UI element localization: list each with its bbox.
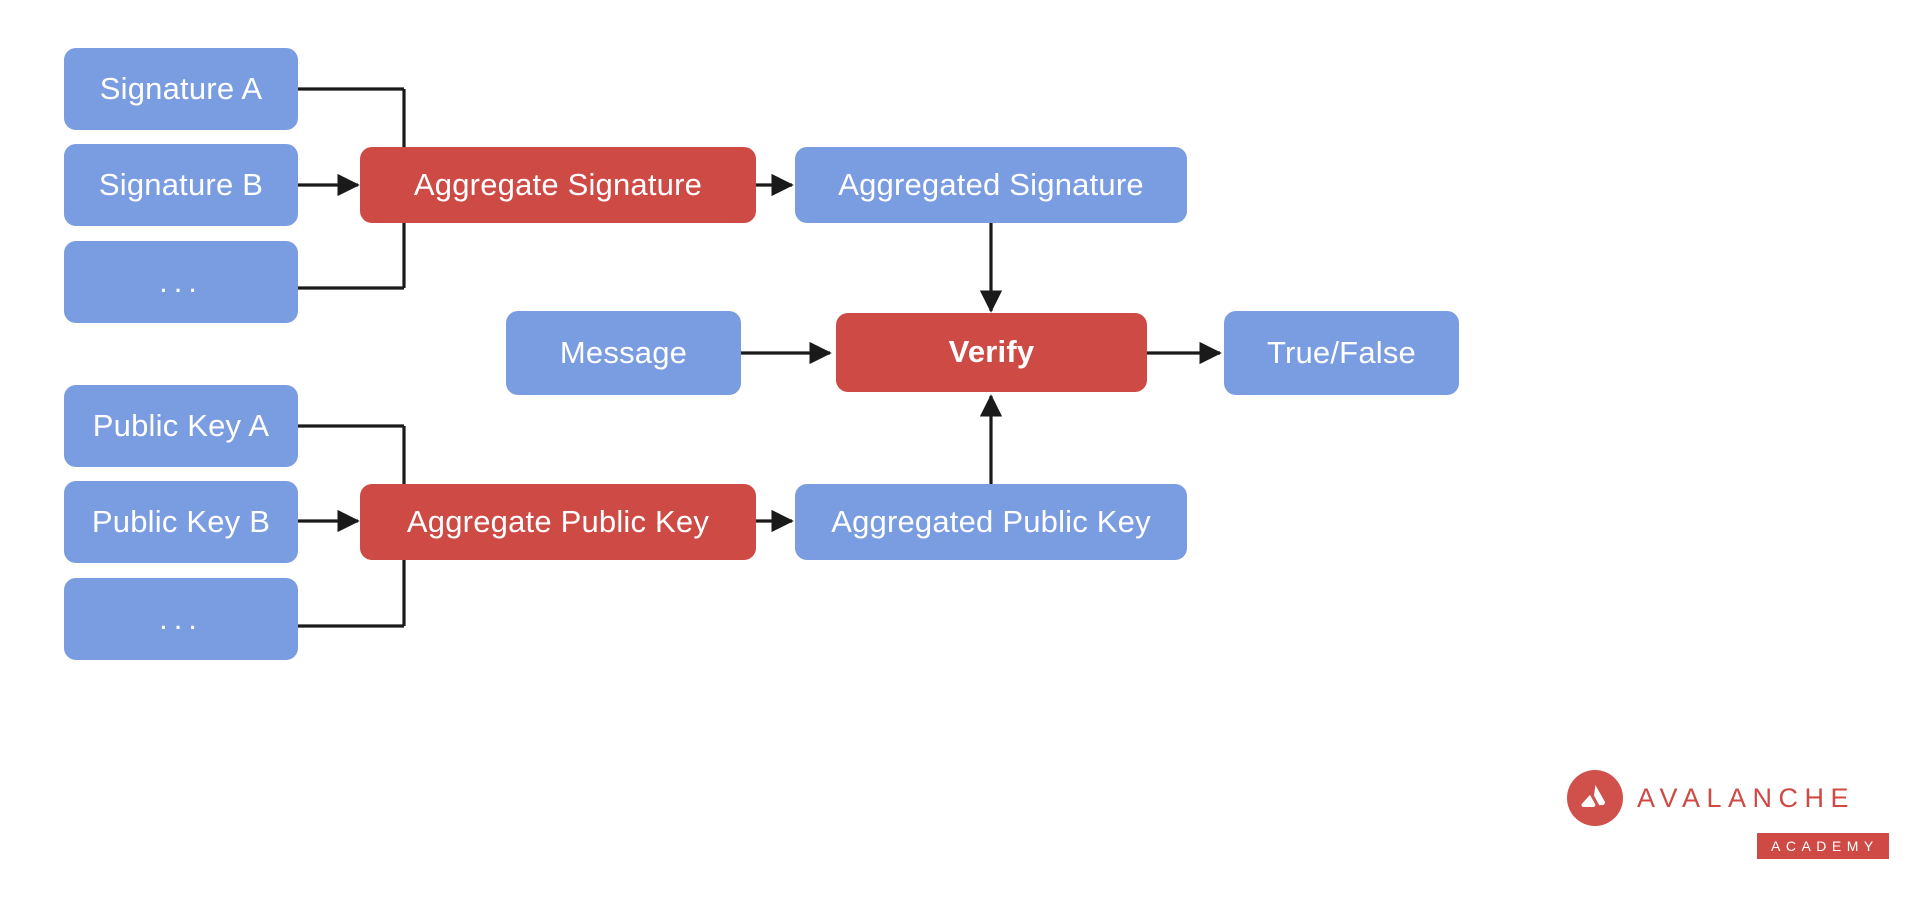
node-signature-more[interactable]: ... — [64, 241, 298, 323]
node-signature-b[interactable]: Signature B — [64, 144, 298, 226]
node-aggregate-signature[interactable]: Aggregate Signature — [360, 147, 756, 223]
node-label: Aggregated Signature — [838, 166, 1144, 202]
node-public-key-more[interactable]: ... — [64, 578, 298, 660]
node-label: ... — [159, 600, 203, 636]
node-aggregate-public-key[interactable]: Aggregate Public Key — [360, 484, 756, 560]
avalanche-mark-glyph — [1581, 785, 1605, 807]
node-label: Verify — [948, 334, 1035, 370]
node-label: True/False — [1266, 334, 1416, 370]
avalanche-academy-logo: AVALANCHE ACADEMY — [1567, 770, 1889, 860]
avalanche-triangle-icon — [1567, 770, 1623, 826]
node-verify[interactable]: Verify — [836, 313, 1147, 392]
node-public-key-a[interactable]: Public Key A — [64, 385, 298, 467]
node-label: Public Key B — [91, 503, 271, 539]
node-label: Signature B — [98, 166, 264, 202]
node-label: Aggregated Public Key — [831, 503, 1151, 539]
node-result[interactable]: True/False — [1224, 311, 1459, 395]
node-public-key-b[interactable]: Public Key B — [64, 481, 298, 563]
node-message[interactable]: Message — [506, 311, 741, 395]
logo-wordmark: AVALANCHE — [1637, 782, 1856, 813]
node-aggregated-signature[interactable]: Aggregated Signature — [795, 147, 1187, 223]
node-aggregated-public-key[interactable]: Aggregated Public Key — [795, 484, 1187, 560]
node-label: Aggregate Public Key — [406, 503, 710, 539]
node-label: ... — [159, 263, 203, 299]
node-signature-a[interactable]: Signature A — [64, 48, 298, 130]
node-label: Signature A — [99, 70, 263, 106]
logo-top-row: AVALANCHE — [1567, 770, 1855, 826]
logo-sub-wordmark: ACADEMY — [1757, 833, 1889, 859]
node-label: Public Key A — [92, 407, 270, 443]
node-label: Message — [559, 334, 688, 370]
node-label: Aggregate Signature — [413, 166, 703, 202]
